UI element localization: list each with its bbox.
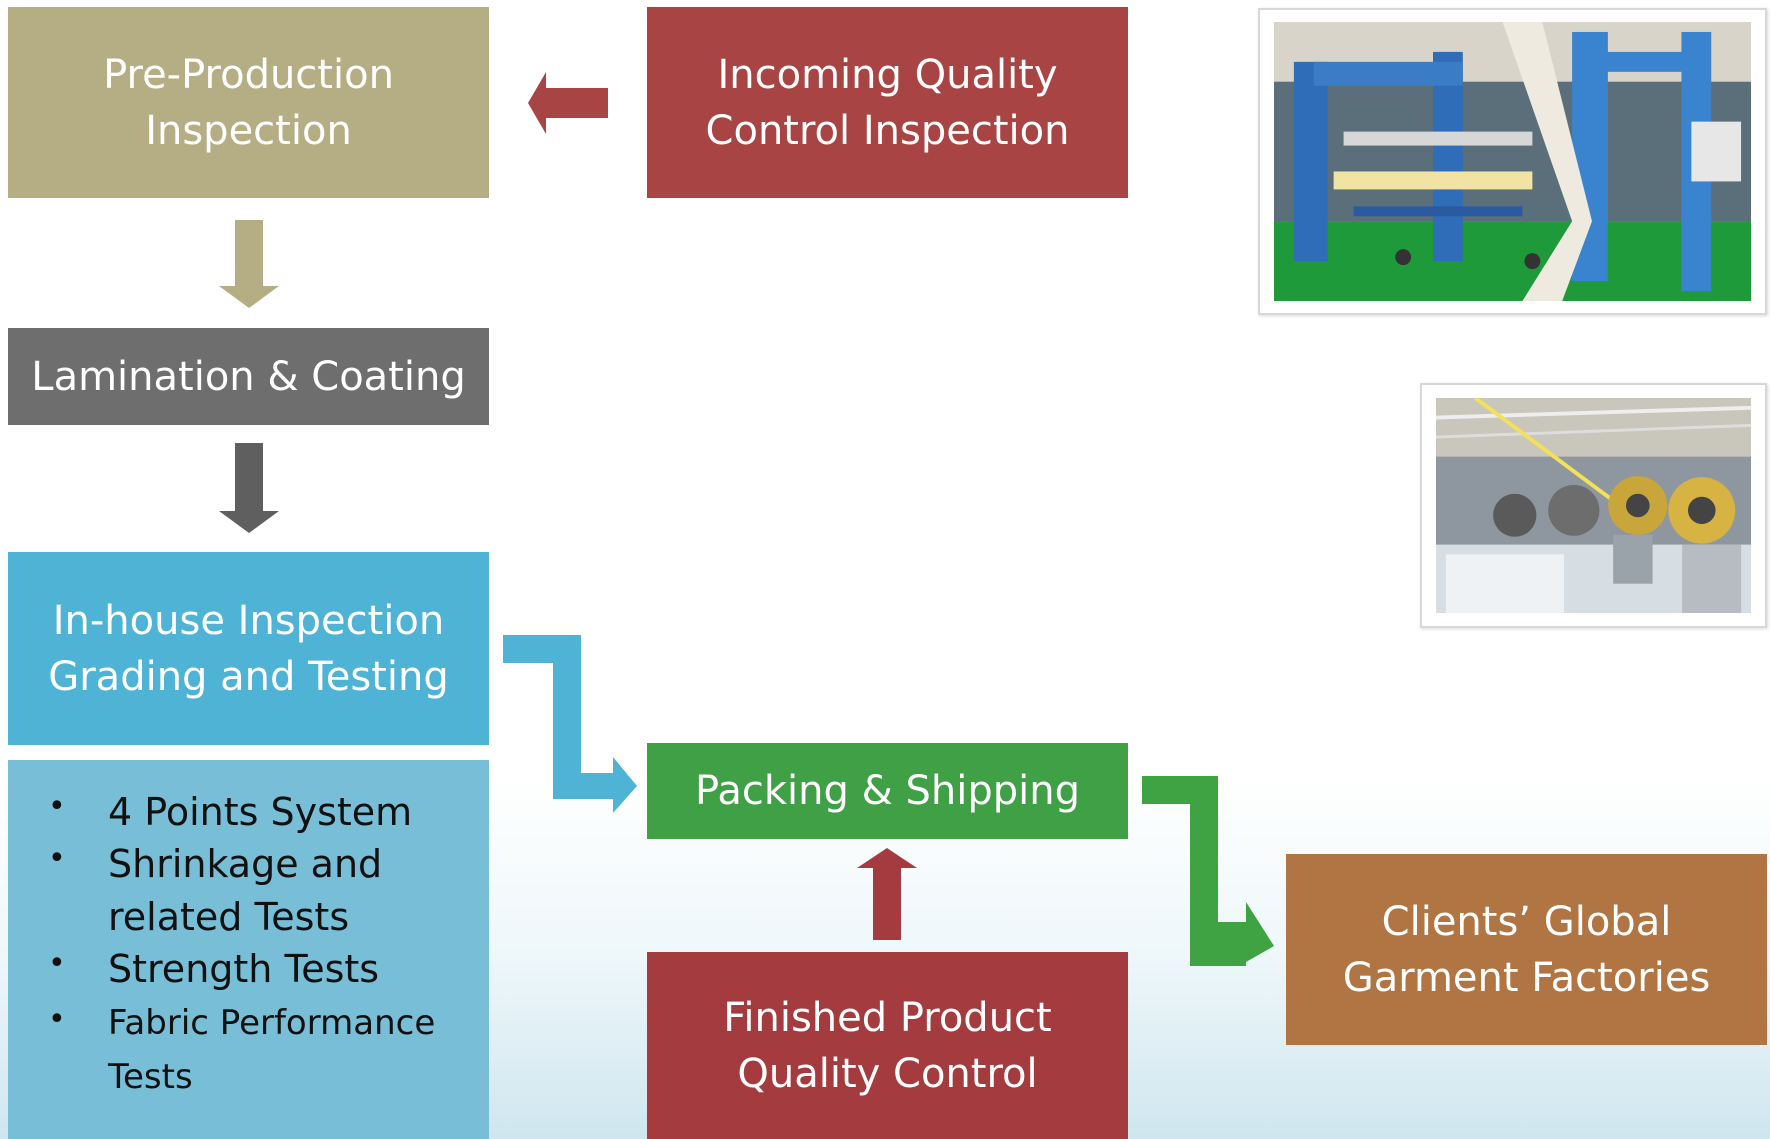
incoming-qc-line2: Control Inspection (705, 107, 1070, 154)
list-item: • Strength Tests (48, 943, 489, 995)
list-item: • Shrinkage and related Tests (48, 838, 489, 943)
fabric-inspection-machine-photo (1258, 8, 1767, 315)
in-house-line2: Grading and Testing (48, 653, 449, 700)
bullet: • (48, 789, 66, 824)
arrow-elbow-blue (503, 635, 637, 813)
clients-global-factories-box: Clients’ Global Garment Factories (1286, 854, 1767, 1045)
clients-line1: Clients’ Global (1381, 898, 1672, 945)
arrow-down-khaki (219, 220, 279, 308)
arrow-elbow-green (1142, 776, 1274, 966)
dyeing-factory-photo (1420, 383, 1767, 628)
fabric-inspection-machine-photo-icon (1274, 22, 1751, 301)
packing-shipping-box: Packing & Shipping (647, 743, 1128, 839)
finished-qc-line1: Finished Product (723, 994, 1052, 1041)
list-item-text: Tests (108, 1057, 193, 1098)
pre-production-inspection-box: Pre-Production Inspection (8, 7, 489, 198)
in-house-inspection-box: In-house Inspection Grading and Testing (8, 552, 489, 745)
list-item: • 4 Points System (48, 786, 489, 838)
list-item-text: Shrinkage and (108, 842, 383, 887)
bullet: • (48, 841, 66, 877)
finished-qc-line2: Quality Control (737, 1050, 1038, 1097)
list-item-text: related Tests (108, 894, 350, 939)
incoming-qc-line1: Incoming Quality (717, 51, 1058, 98)
list-item-text: Strength Tests (108, 947, 380, 992)
bullet: • (48, 946, 66, 982)
tests-list-panel: • 4 Points System • Shrinkage and relate… (8, 760, 489, 1139)
packing-label: Packing & Shipping (695, 768, 1080, 814)
lamination-label: Lamination & Coating (31, 353, 466, 400)
list-item-text: 4 Points System (108, 790, 413, 834)
list-item: • Fabric Performance Tests (48, 996, 489, 1105)
arrow-up-red (857, 848, 917, 940)
in-house-line1: In-house Inspection (52, 597, 445, 644)
finished-product-qc-box: Finished Product Quality Control (647, 952, 1128, 1139)
incoming-quality-control-box: Incoming Quality Control Inspection (647, 7, 1128, 198)
pre-production-line1: Pre-Production (103, 51, 394, 98)
arrow-down-gray (219, 443, 279, 533)
dyeing-factory-photo-icon (1436, 398, 1751, 613)
list-item-text: Fabric Performance (108, 1002, 436, 1043)
pre-production-line2: Inspection (145, 107, 352, 154)
bullet: • (48, 1001, 66, 1037)
clients-line2: Garment Factories (1342, 954, 1711, 1001)
lamination-coating-box: Lamination & Coating (8, 328, 489, 425)
tests-list: • 4 Points System • Shrinkage and relate… (48, 786, 489, 1105)
arrow-left-red (528, 72, 608, 134)
